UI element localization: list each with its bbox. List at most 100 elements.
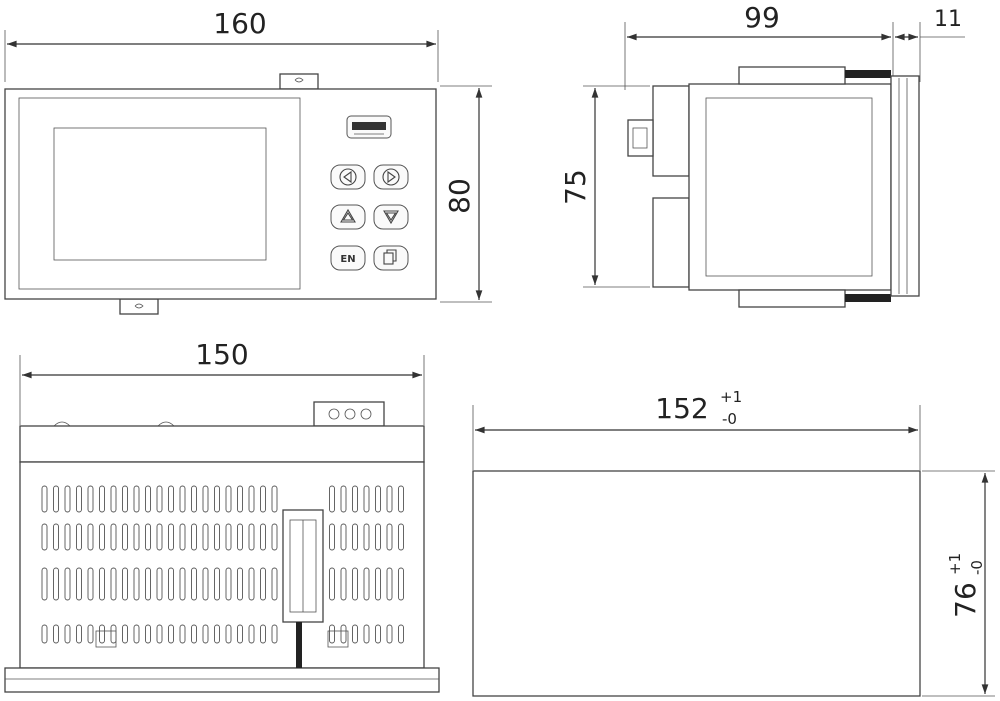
vent-slot [398,567,404,601]
vent-slot [363,523,370,551]
vent-slot [99,485,105,513]
vent-slot [179,523,186,551]
cutout-width-tol-plus: +1 [720,388,742,406]
vent-slot [168,485,174,513]
vent-slot [122,624,128,644]
ventilation-slots [41,485,404,644]
en-key [330,245,366,271]
vent-slot [87,567,94,601]
vent-slot [122,567,128,601]
cutout-height-label: 76 [949,582,982,618]
vent-slot [156,485,163,513]
bottom-mounting-clip [119,298,159,315]
vent-slot [76,567,82,601]
vent-slot [110,567,117,601]
cutout-width-label: 152 [655,392,708,425]
vent-slot [375,624,381,644]
vent-slot [191,523,197,551]
vent-slot [248,624,255,644]
vent-slot [191,485,197,513]
vent-slot [237,485,243,513]
lcd-screen [53,127,267,261]
vent-slot [386,485,393,513]
vent-slot [53,624,59,644]
vent-slot [133,567,140,601]
vent-slot [53,485,59,513]
vent-slot [202,567,209,601]
panel-cutout-view: 152 +1 -0 76 +1 -0 [472,388,995,697]
vent-slot [398,485,404,513]
top-view: 150 [4,338,440,693]
vent-slot [340,624,347,644]
vent-slot [99,624,105,644]
vent-slot [271,624,278,644]
vent-slot [41,485,48,513]
vent-slot [329,485,335,513]
panel-cutout [472,470,921,697]
vent-slot [363,567,370,601]
vent-slot [375,567,381,601]
vent-slot [214,523,220,551]
up-arrow-key [330,204,366,230]
vent-slot [64,624,71,644]
vent-slot [386,567,393,601]
vent-slot [122,485,128,513]
vent-slot [398,624,404,644]
vent-slot [145,485,151,513]
vent-slot [87,523,94,551]
vent-slot [179,624,186,644]
vent-slot [260,523,266,551]
vent-slot [179,567,186,601]
down-arrow-key [373,204,409,230]
vent-slot [156,567,163,601]
vent-slot [191,567,197,601]
front-height-label: 80 [443,178,476,214]
vent-slot [99,567,105,601]
cutout-width-tol-minus: -0 [722,410,737,428]
top-mounting-clip [279,73,319,90]
top-width-label: 150 [195,338,248,371]
vent-slot [248,567,255,601]
vent-slot [398,523,404,551]
copy-icon [383,252,394,265]
rear-terminal-upper [652,85,690,177]
vent-slot [352,567,358,601]
vent-slot [76,485,82,513]
side-depth-label: 99 [744,1,780,34]
vent-slot [363,485,370,513]
display-frame [18,97,301,290]
vent-slot [329,567,335,601]
vent-slot [237,523,243,551]
vent-slot [41,624,48,644]
vent-slot [225,523,232,551]
copy-key [373,245,409,271]
side-height-label: 75 [559,169,592,205]
vent-slot [76,624,82,644]
vent-slot [191,624,197,644]
vent-slot [214,485,220,513]
vent-slot [99,523,105,551]
vent-slot [179,485,186,513]
vent-slot [133,624,140,644]
right-arrow-key [373,164,409,190]
vent-slot [133,523,140,551]
vent-slot [225,567,232,601]
vent-slot [260,567,266,601]
vent-slot [110,523,117,551]
vent-slot [248,485,255,513]
vent-slot [110,624,117,644]
vent-slot [168,523,174,551]
vent-slot [386,624,393,644]
vent-slot [122,523,128,551]
side-bezel-label: 11 [934,7,962,32]
vent-slot [340,567,347,601]
vent-slot [64,567,71,601]
power-terminal-connector [313,401,385,427]
vent-slot [64,485,71,513]
vent-slot [260,624,266,644]
vent-slot [248,523,255,551]
rear-terminal-lower [652,197,690,288]
vent-slot [145,567,151,601]
front-view: 160 EN 80 [4,7,492,315]
